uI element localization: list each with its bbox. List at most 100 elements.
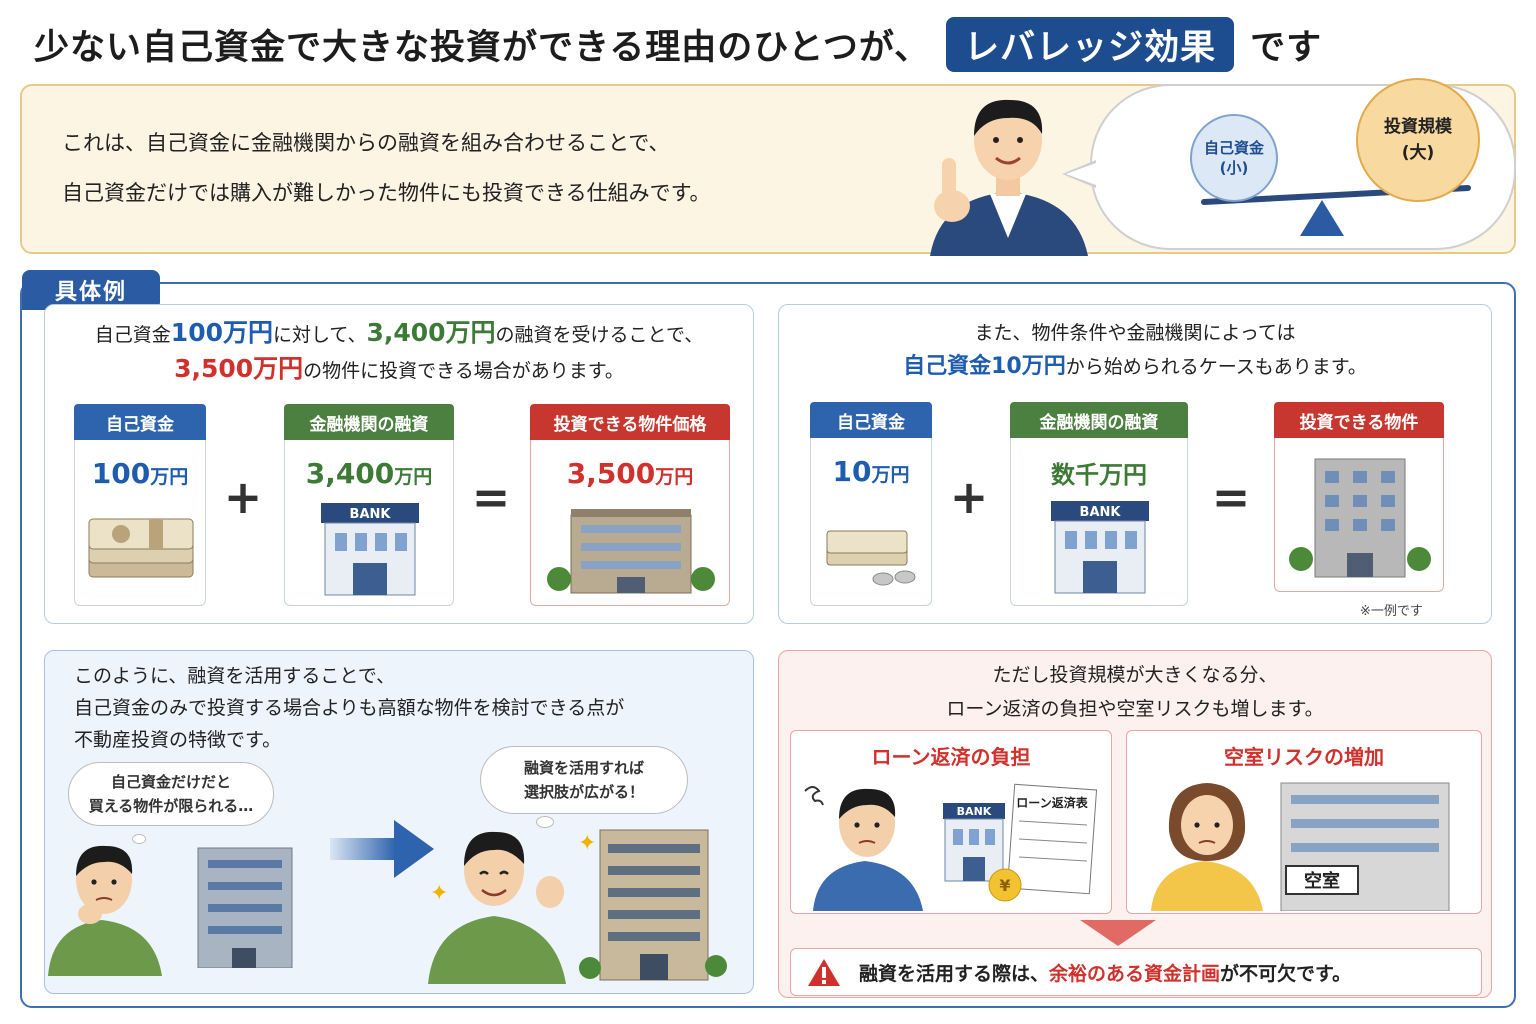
card-bank-loan-2-value: 数千万円 xyxy=(1051,461,1147,489)
card-bank-loan-2: 金融機関の融資 数千万円 BANK xyxy=(1010,402,1188,606)
value-unit: 万円 xyxy=(871,464,910,486)
card-bank-loan: 金融機関の融資 3,400万円 BANK xyxy=(284,404,454,606)
title-after: です xyxy=(1250,27,1323,68)
value-num: 3,500 xyxy=(566,457,656,490)
balance-investment-scale: 投資規模 (大) xyxy=(1356,78,1480,202)
card-bank-loan-value: 3,400万円 xyxy=(285,457,453,490)
card-property-2-header: 投資できる物件 xyxy=(1274,402,1444,438)
cash-stack-icon xyxy=(88,518,194,578)
example-tab: 具体例 xyxy=(22,270,160,310)
apartment-building-icon xyxy=(547,509,715,594)
balance-investment-label: 投資規模 xyxy=(1384,117,1452,137)
happy-man-illustration: ✦ xyxy=(428,831,566,984)
property-price: 3,500万円 xyxy=(174,354,304,383)
thought1-line2: 買える物件が限られる… xyxy=(88,797,254,815)
warning-banner: 融資を活用する際は、余裕のある資金計画が不可欠です。 xyxy=(790,948,1482,996)
risk-text: ただし投資規模が大きくなる分、 ローン返済の負担や空室リスクも増します。 xyxy=(778,658,1492,726)
balance-own-funds-size: (小) xyxy=(1219,159,1249,177)
value-num: 10 xyxy=(832,455,872,488)
card-bank-loan-header: 金融機関の融資 xyxy=(284,404,454,440)
page-title: 少ない自己資金で大きな投資ができる理由のひとつが、 レバレッジ効果 です xyxy=(34,14,1322,74)
card-own-funds-2-header: 自己資金 xyxy=(810,402,932,438)
warning-text-a: 融資を活用する際は、 xyxy=(859,962,1050,985)
card-property-price-value: 3,500万円 xyxy=(531,457,729,490)
bank-icon-2-label: BANK xyxy=(1080,505,1122,520)
summary-line-3: 不動産投資の特徴です。 xyxy=(74,729,282,751)
card-own-funds-header: 自己資金 xyxy=(74,404,206,440)
thought1-line1: 自己資金だけだと xyxy=(110,773,231,791)
example-left-line-2: 3,500万円の物件に投資できる場合があります。 xyxy=(44,352,754,388)
down-arrow-icon xyxy=(1080,920,1156,946)
example-left-line-1: 自己資金100万円に対して、3,400万円の融資を受けることで、 xyxy=(44,316,754,352)
loan-doc-label: ローン返済表 xyxy=(1016,795,1088,810)
t: の物件に投資できる場合があります。 xyxy=(303,360,624,382)
example-right-text: また、物件条件や金融機関によっては 自己資金10万円から始められるケースもありま… xyxy=(778,316,1492,384)
plus-sign: + xyxy=(223,470,263,524)
card-own-funds: 自己資金 100万円 xyxy=(74,404,206,606)
card-property-2: 投資できる物件 xyxy=(1274,402,1444,592)
card-loan-burden: ローン返済の負担 BANK ローン返済表 ¥ xyxy=(790,730,1112,914)
value-num: 100 xyxy=(91,457,151,490)
bubble-tail-inner xyxy=(1066,163,1096,185)
t: の融資を受けることで、 xyxy=(495,324,704,346)
card-own-funds-2: 自己資金 10万円 xyxy=(810,402,932,606)
balance-own-funds-label: 自己資金 xyxy=(1203,139,1264,157)
card-property-price-header: 投資できる物件価格 xyxy=(530,404,730,440)
intro-line-2: 自己資金だけでは購入が難しかった物件にも投資できる仕組みです。 xyxy=(62,181,711,205)
balance-investment-size: (大) xyxy=(1401,143,1435,163)
cash-and-coins-icon xyxy=(826,530,916,586)
t: 自己資金 xyxy=(94,324,171,346)
apartment-building-icon-2 xyxy=(1289,458,1431,578)
tall-building-icon: ✦ xyxy=(578,829,727,981)
thought-dot-2 xyxy=(536,816,554,828)
thought-dot xyxy=(132,834,146,844)
thought-bubble-options: 融資を活用すれば 選択肢が広がる！ xyxy=(480,746,688,814)
value-unit: 万円 xyxy=(150,466,189,488)
bank-icon-2: BANK xyxy=(1051,501,1149,594)
card-vacancy-risk: 空室リスクの増加 空室 xyxy=(1126,730,1482,914)
arrow-right-icon xyxy=(330,820,434,878)
card-loan-burden-title: ローン返済の負担 xyxy=(871,745,1031,769)
own-funds-amount: 100万円 xyxy=(170,318,273,347)
value-unit: 万円 xyxy=(655,466,694,488)
summary-text: このように、融資を活用することで、 自己資金のみで投資する場合よりも高額な物件を… xyxy=(74,660,624,756)
balance-own-funds: 自己資金 (小) xyxy=(1190,114,1278,202)
yen-coin-label: ¥ xyxy=(999,876,1010,895)
own-funds-10man: 自己資金10万円 xyxy=(903,354,1066,379)
example-right-line-1: また、物件条件や金融機関によっては xyxy=(974,322,1296,344)
card-own-funds-2-value: 10万円 xyxy=(811,455,931,488)
loan-amount: 3,400万円 xyxy=(366,318,496,347)
card-property-price: 投資できる物件価格 3,500万円 xyxy=(530,404,730,606)
thought2-line1: 融資を活用すれば xyxy=(523,759,644,777)
warning-icon xyxy=(808,959,840,986)
summary-line-1: このように、融資を活用することで、 xyxy=(74,665,396,687)
value-unit: 万円 xyxy=(394,466,433,488)
warning-text-highlight: 余裕のある資金計画 xyxy=(1049,962,1221,985)
risk-line-2: ローン返済の負担や空室リスクも増します。 xyxy=(946,698,1324,720)
presenter-illustration xyxy=(930,99,1088,256)
intro-text: これは、自己資金に金融機関からの融資を組み合わせることで、 自己資金だけでは購入… xyxy=(62,118,710,218)
example-note: ※一例です xyxy=(1360,604,1423,619)
risk-line-1: ただし投資規模が大きくなる分、 xyxy=(992,664,1278,686)
value-num: 3,400 xyxy=(305,457,395,490)
example-left-text: 自己資金100万円に対して、3,400万円の融資を受けることで、 3,500万円… xyxy=(44,316,754,388)
summary-line-2: 自己資金のみで投資する場合よりも高額な物件を検討できる点が xyxy=(74,697,625,719)
loan-burden-illustration: BANK ローン返済表 ¥ xyxy=(804,783,1098,911)
intro-line-1: これは、自己資金に金融機関からの融資を組み合わせることで、 xyxy=(62,131,670,155)
card-vacancy-risk-title: 空室リスクの増加 xyxy=(1224,745,1384,769)
thought-bubble-limited: 自己資金だけだと 買える物件が限られる… xyxy=(68,762,274,826)
small-building-icon xyxy=(197,847,293,968)
t: に対して、 xyxy=(272,324,367,346)
bank-icon: BANK xyxy=(321,503,419,596)
worried-man-illustration xyxy=(48,845,162,976)
svg-text:✦: ✦ xyxy=(578,831,596,856)
t: から始められるケースもあります。 xyxy=(1065,356,1367,378)
title-before: 少ない自己資金で大きな投資ができる理由のひとつが、 xyxy=(34,27,931,68)
warning-text-c: が不可欠です。 xyxy=(1220,962,1352,985)
equals-sign-2: = xyxy=(1211,470,1251,524)
loan-bank-label: BANK xyxy=(957,805,992,818)
example-right-line-2: 自己資金10万円から始められるケースもあります。 xyxy=(778,350,1492,384)
card-bank-loan-2-header: 金融機関の融資 xyxy=(1010,402,1188,438)
vacancy-sign: 空室 xyxy=(1285,865,1359,895)
example-section xyxy=(20,282,1516,1008)
